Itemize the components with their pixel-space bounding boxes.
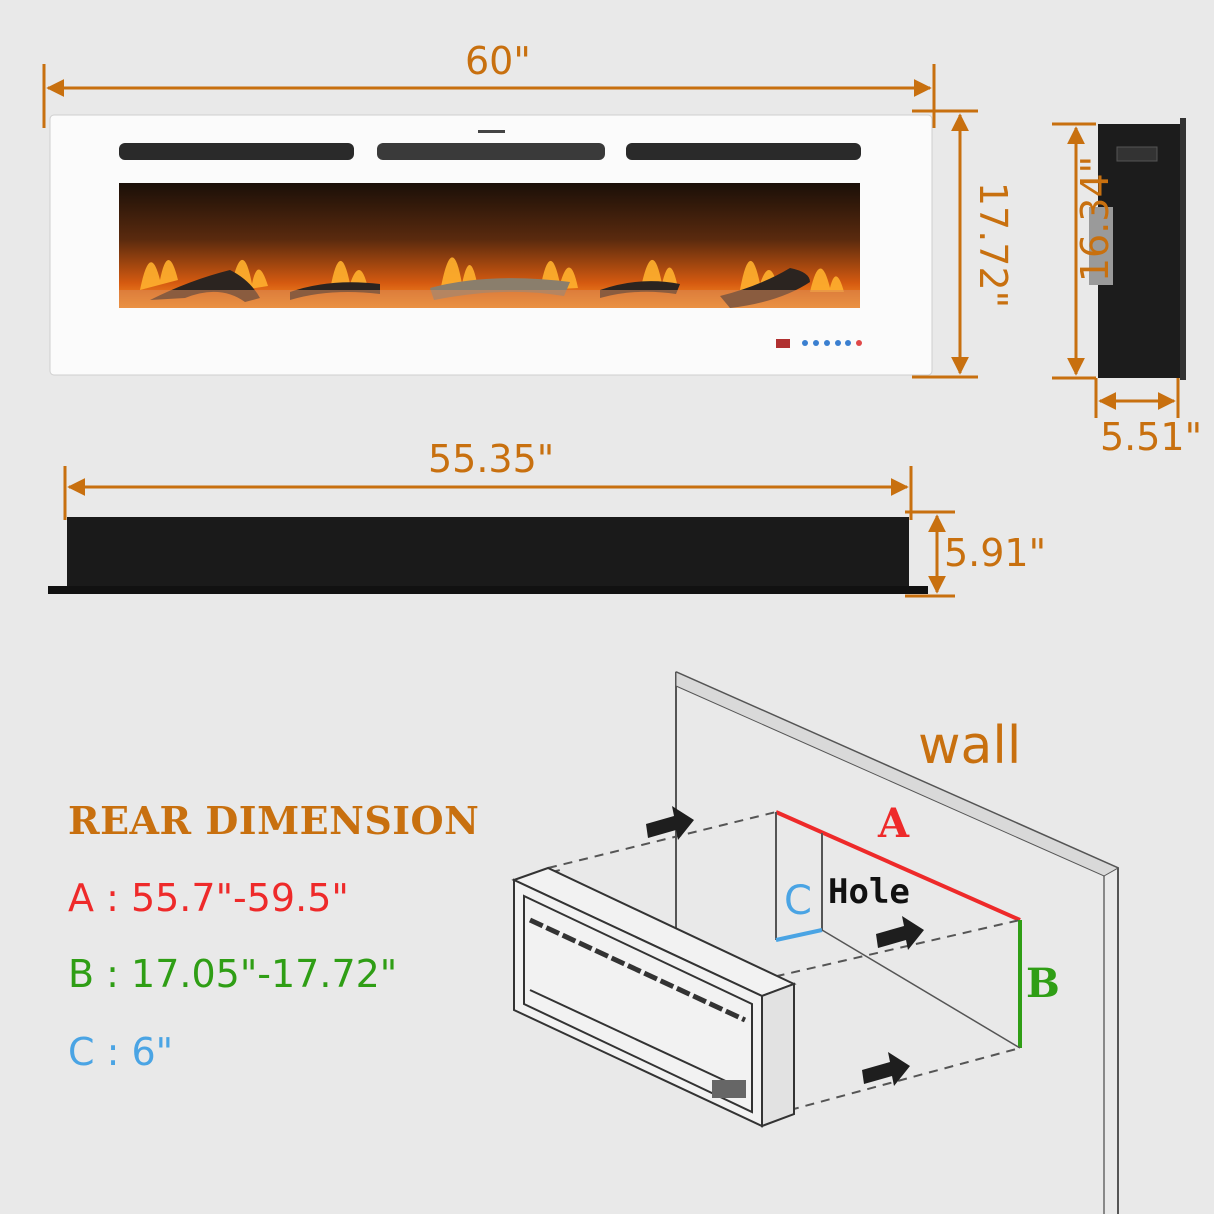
- fireplace-install-box: [511, 866, 797, 1128]
- spec-a: A : 55.7"-59.5": [68, 876, 349, 920]
- top-depth-label: 5.91": [944, 531, 1047, 575]
- vent-right: [626, 143, 861, 160]
- wall-hole: [775, 810, 1022, 1049]
- rear-dimension-title: REAR DIMENSION: [68, 798, 480, 843]
- spec-c: C : 6": [68, 1030, 174, 1074]
- side-depth-label: 5.51": [1100, 415, 1203, 459]
- front-height-label: 17.72": [971, 181, 1016, 309]
- wall-label: wall: [918, 716, 1022, 776]
- front-width-label: 60": [465, 39, 531, 83]
- wall-drawing: [675, 671, 1119, 1214]
- control-panel: [776, 339, 862, 348]
- vent-left: [119, 143, 354, 160]
- a-label: A: [878, 800, 910, 847]
- side-height-label: 16.34": [1073, 155, 1118, 283]
- hole-label: Hole: [828, 872, 910, 912]
- fireplace-top: [67, 517, 909, 589]
- push-arrows: [646, 806, 924, 1086]
- b-label: B: [1026, 960, 1060, 1007]
- spec-b: B : 17.05"-17.72": [68, 952, 398, 996]
- c-label: C: [784, 878, 812, 924]
- top-width-label: 55.35": [428, 437, 555, 481]
- vent-center: [377, 143, 605, 160]
